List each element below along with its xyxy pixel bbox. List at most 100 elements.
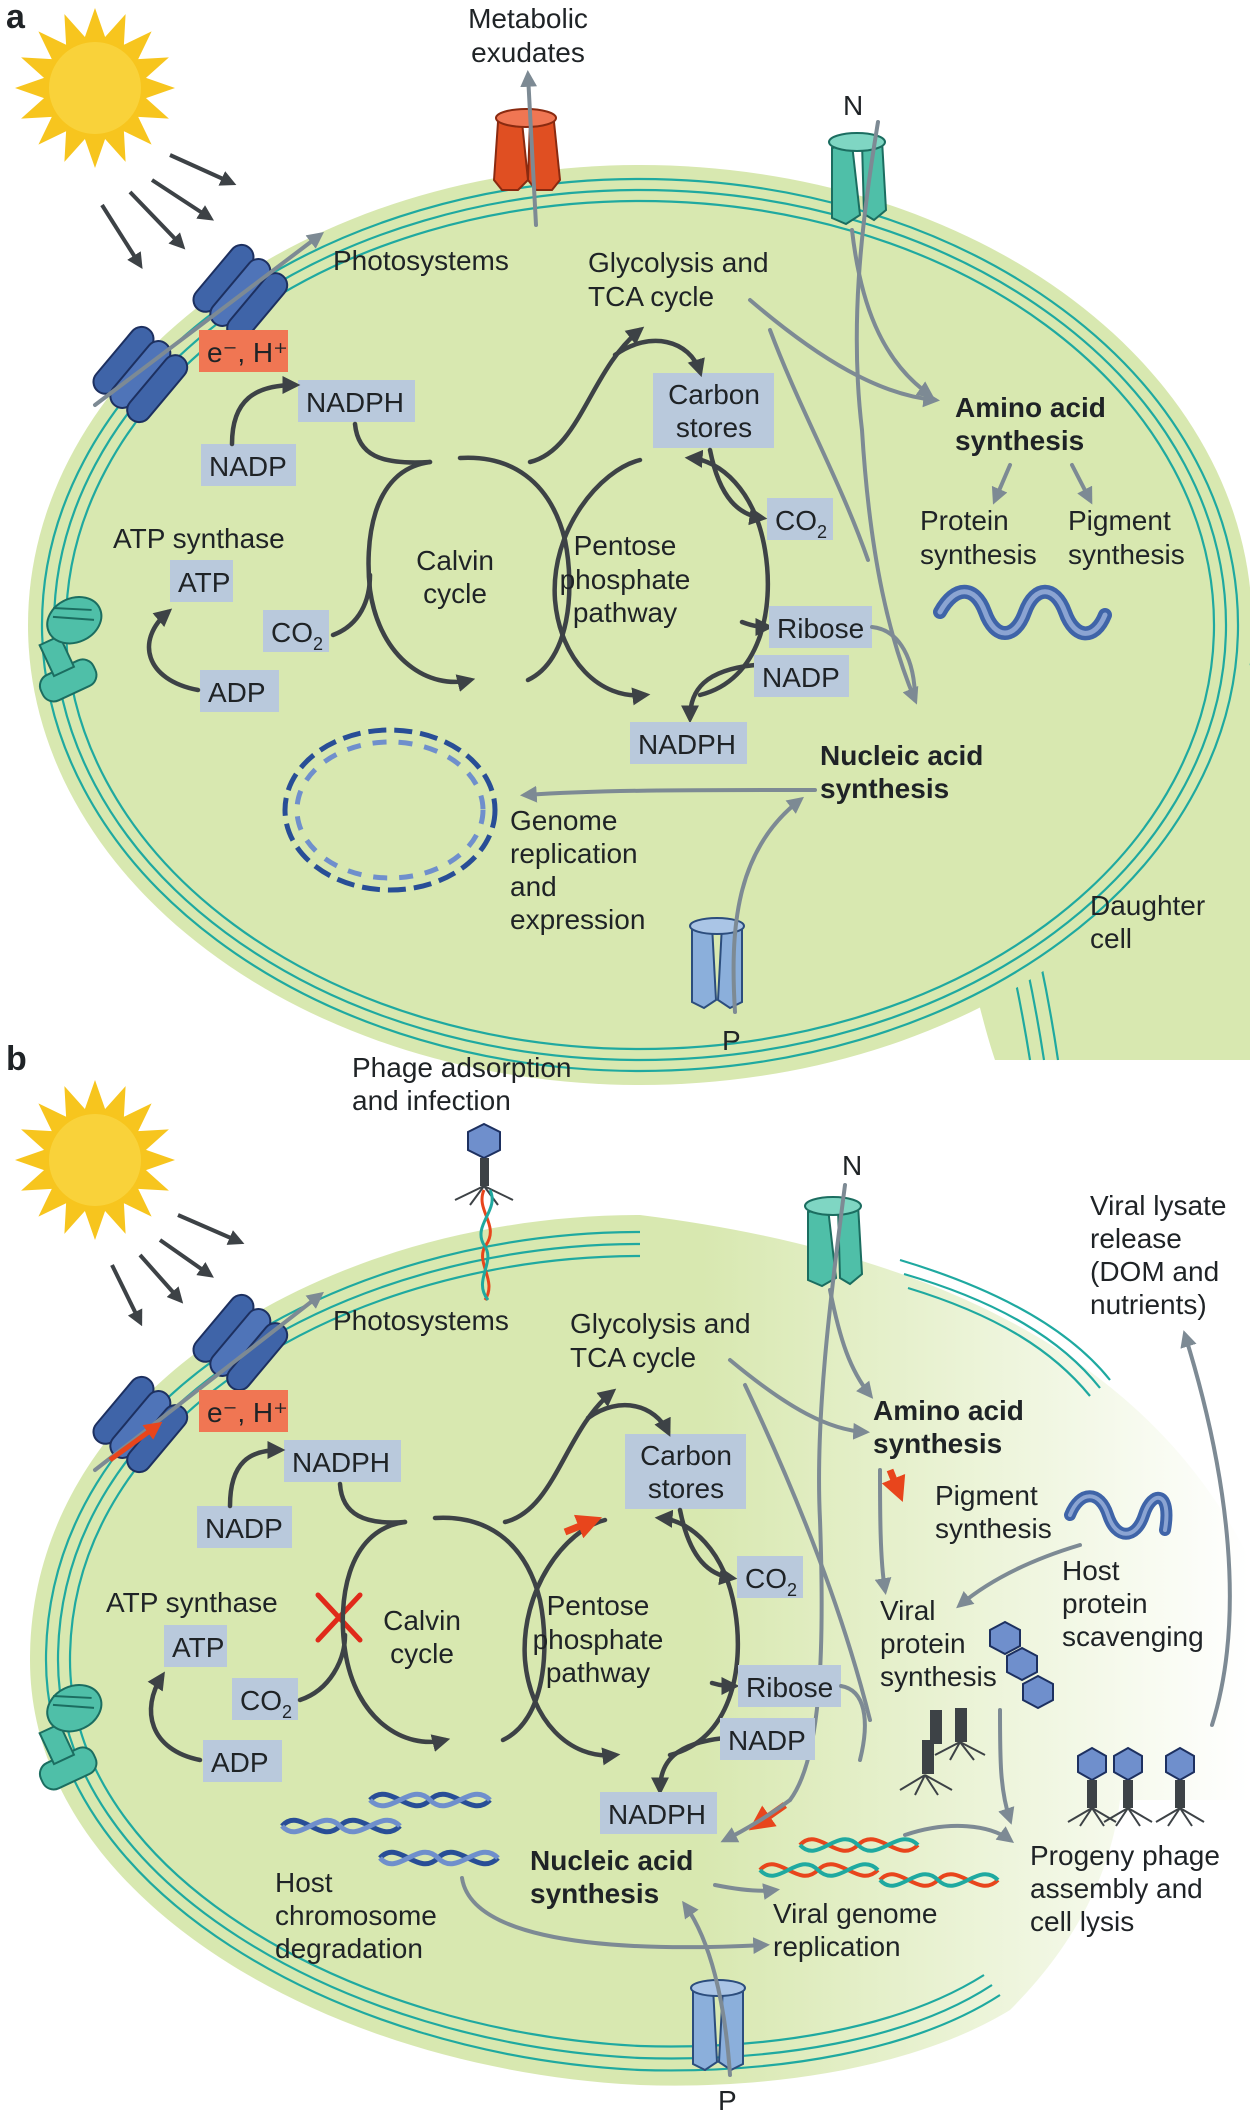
viral-lysate-label: Viral lysate	[1090, 1190, 1226, 1221]
daughter-cell-label: Daughter	[1090, 890, 1205, 921]
light-rays	[100, 153, 237, 270]
protein-helix-icon	[1064, 1490, 1173, 1540]
protein-helix-icon	[933, 585, 1112, 641]
co2-right-label: CO2	[775, 505, 827, 542]
progeny-label-3: cell lysis	[1030, 1906, 1134, 1937]
pentose-label-b: Pentose	[547, 1590, 650, 1621]
amino-acid-label: Amino acid	[955, 392, 1106, 423]
phage-tail-icon	[899, 1708, 986, 1796]
calvin-label-b-2: cycle	[390, 1638, 454, 1669]
nutrient-channel-icon	[804, 1196, 864, 1288]
nadph-top-label-b: NADPH	[292, 1447, 390, 1478]
host-protein-label-3: scavenging	[1062, 1621, 1204, 1652]
atp-label-b: ATP	[172, 1632, 224, 1663]
phage-icon	[454, 1122, 514, 1301]
host-chromosome-label: Host	[275, 1867, 333, 1898]
genome-label-3: and	[510, 871, 557, 902]
metabolic-exudates-label: Metabolic	[468, 3, 588, 34]
pigment-synthesis-label-2: synthesis	[1068, 539, 1185, 570]
light-rays	[110, 1213, 245, 1327]
pigment-synthesis-label: Pigment	[1068, 505, 1171, 536]
nucleic-acid-label-2: synthesis	[820, 773, 949, 804]
nadph-top-label: NADPH	[306, 387, 404, 418]
genome-label-4: expression	[510, 904, 645, 935]
calvin-label-b: Calvin	[383, 1605, 461, 1636]
phage-adsorption-label: Phage adsorption	[352, 1052, 572, 1083]
atp-synthase-label-b: ATP synthase	[106, 1587, 278, 1618]
atp-synthase-icon	[38, 1684, 103, 1791]
viral-lysate-label-2: release	[1090, 1223, 1182, 1254]
panel-a-letter: a	[6, 0, 26, 36]
nucleic-acid-label-b-2: synthesis	[530, 1878, 659, 1909]
glycolysis-label-b-2: TCA cycle	[570, 1342, 696, 1373]
pentose-label-b-2: phosphate	[533, 1624, 664, 1655]
glycolysis-label-2: TCA cycle	[588, 281, 714, 312]
nadp-right-label: NADP	[762, 662, 840, 693]
exudate-channel-icon	[492, 108, 562, 191]
atp-synthase-label: ATP synthase	[113, 523, 285, 554]
glycolysis-label-b: Glycolysis and	[570, 1308, 751, 1339]
pentose-label-3: pathway	[573, 597, 677, 628]
photosystems-label: Photosystems	[333, 245, 509, 276]
host-protein-label-2: protein	[1062, 1588, 1148, 1619]
amino-acid-label-b-2: synthesis	[873, 1428, 1002, 1459]
co2-left-label-b: CO2	[240, 1685, 292, 1722]
calvin-label: Calvin	[416, 545, 494, 576]
viral-genome-label-2: replication	[773, 1931, 901, 1962]
viral-dna-icon	[758, 1837, 1000, 1888]
panel-b: b Phage adsorption and infection	[6, 1040, 1250, 2113]
pentose-label-2: phosphate	[560, 564, 691, 595]
photosystems-label-b: Photosystems	[333, 1305, 509, 1336]
amino-acid-label-b: Amino acid	[873, 1395, 1024, 1426]
progeny-label: Progeny phage	[1030, 1840, 1220, 1871]
inhibition-cross-icon	[315, 1592, 363, 1643]
adp-label: ADP	[208, 677, 266, 708]
progeny-phage-icon	[1067, 1746, 1205, 1827]
nadph-bottom-label-b: NADPH	[608, 1799, 706, 1830]
nadph-bottom-label: NADPH	[638, 729, 736, 760]
phage-adsorption-label-2: and infection	[352, 1085, 511, 1116]
host-protein-label: Host	[1062, 1555, 1120, 1586]
co2-left-label: CO2	[271, 617, 323, 654]
protein-synthesis-label-2: synthesis	[920, 539, 1037, 570]
glycolysis-label: Glycolysis and	[588, 247, 769, 278]
electron-label-b: e⁻, H⁺	[207, 1397, 288, 1428]
electron-box	[199, 330, 288, 372]
adp-label-b: ADP	[211, 1747, 269, 1778]
carbon-stores-label-b: Carbon	[640, 1440, 732, 1471]
nucleic-acid-label: Nucleic acid	[820, 740, 983, 771]
genome-label-2: replication	[510, 838, 638, 869]
viral-protein-label: Viral	[880, 1595, 936, 1626]
nadp-left-label: NADP	[209, 451, 287, 482]
panel-b-letter: b	[6, 1040, 27, 1078]
sun-icon	[15, 8, 175, 168]
n-label: N	[843, 90, 863, 121]
viral-lysate-label-4: nutrients)	[1090, 1289, 1207, 1320]
p-label: P	[722, 1025, 741, 1056]
capsid-icon	[989, 1620, 1054, 1710]
sun-icon	[15, 1080, 175, 1240]
panel-a: a	[6, 0, 1250, 1085]
atp-label: ATP	[178, 567, 230, 598]
pigment-synthesis-label-b: Pigment	[935, 1480, 1038, 1511]
viral-protein-label-3: synthesis	[880, 1661, 997, 1692]
n-label-b: N	[842, 1150, 862, 1181]
carbon-stores-label: Carbon	[668, 379, 760, 410]
progeny-label-2: assembly and	[1030, 1873, 1203, 1904]
fragmented-dna-icon	[280, 1791, 500, 1867]
phosphate-channel-icon	[689, 917, 745, 1010]
metabolic-exudates-label-2: exudates	[471, 37, 585, 68]
pentose-label: Pentose	[574, 530, 677, 561]
nadp-left-label-b: NADP	[205, 1513, 283, 1544]
viral-protein-label-2: protein	[880, 1628, 966, 1659]
co2-right-label-b: CO2	[745, 1563, 797, 1600]
dna-ring-icon	[282, 727, 498, 893]
host-chromosome-label-3: degradation	[275, 1933, 423, 1964]
genome-label: Genome	[510, 805, 617, 836]
protein-synthesis-label: Protein	[920, 505, 1009, 536]
p-label-b: P	[718, 2085, 737, 2113]
nutrient-channel-icon	[828, 132, 888, 226]
host-chromosome-label-2: chromosome	[275, 1900, 437, 1931]
ribose-label: Ribose	[777, 613, 864, 644]
